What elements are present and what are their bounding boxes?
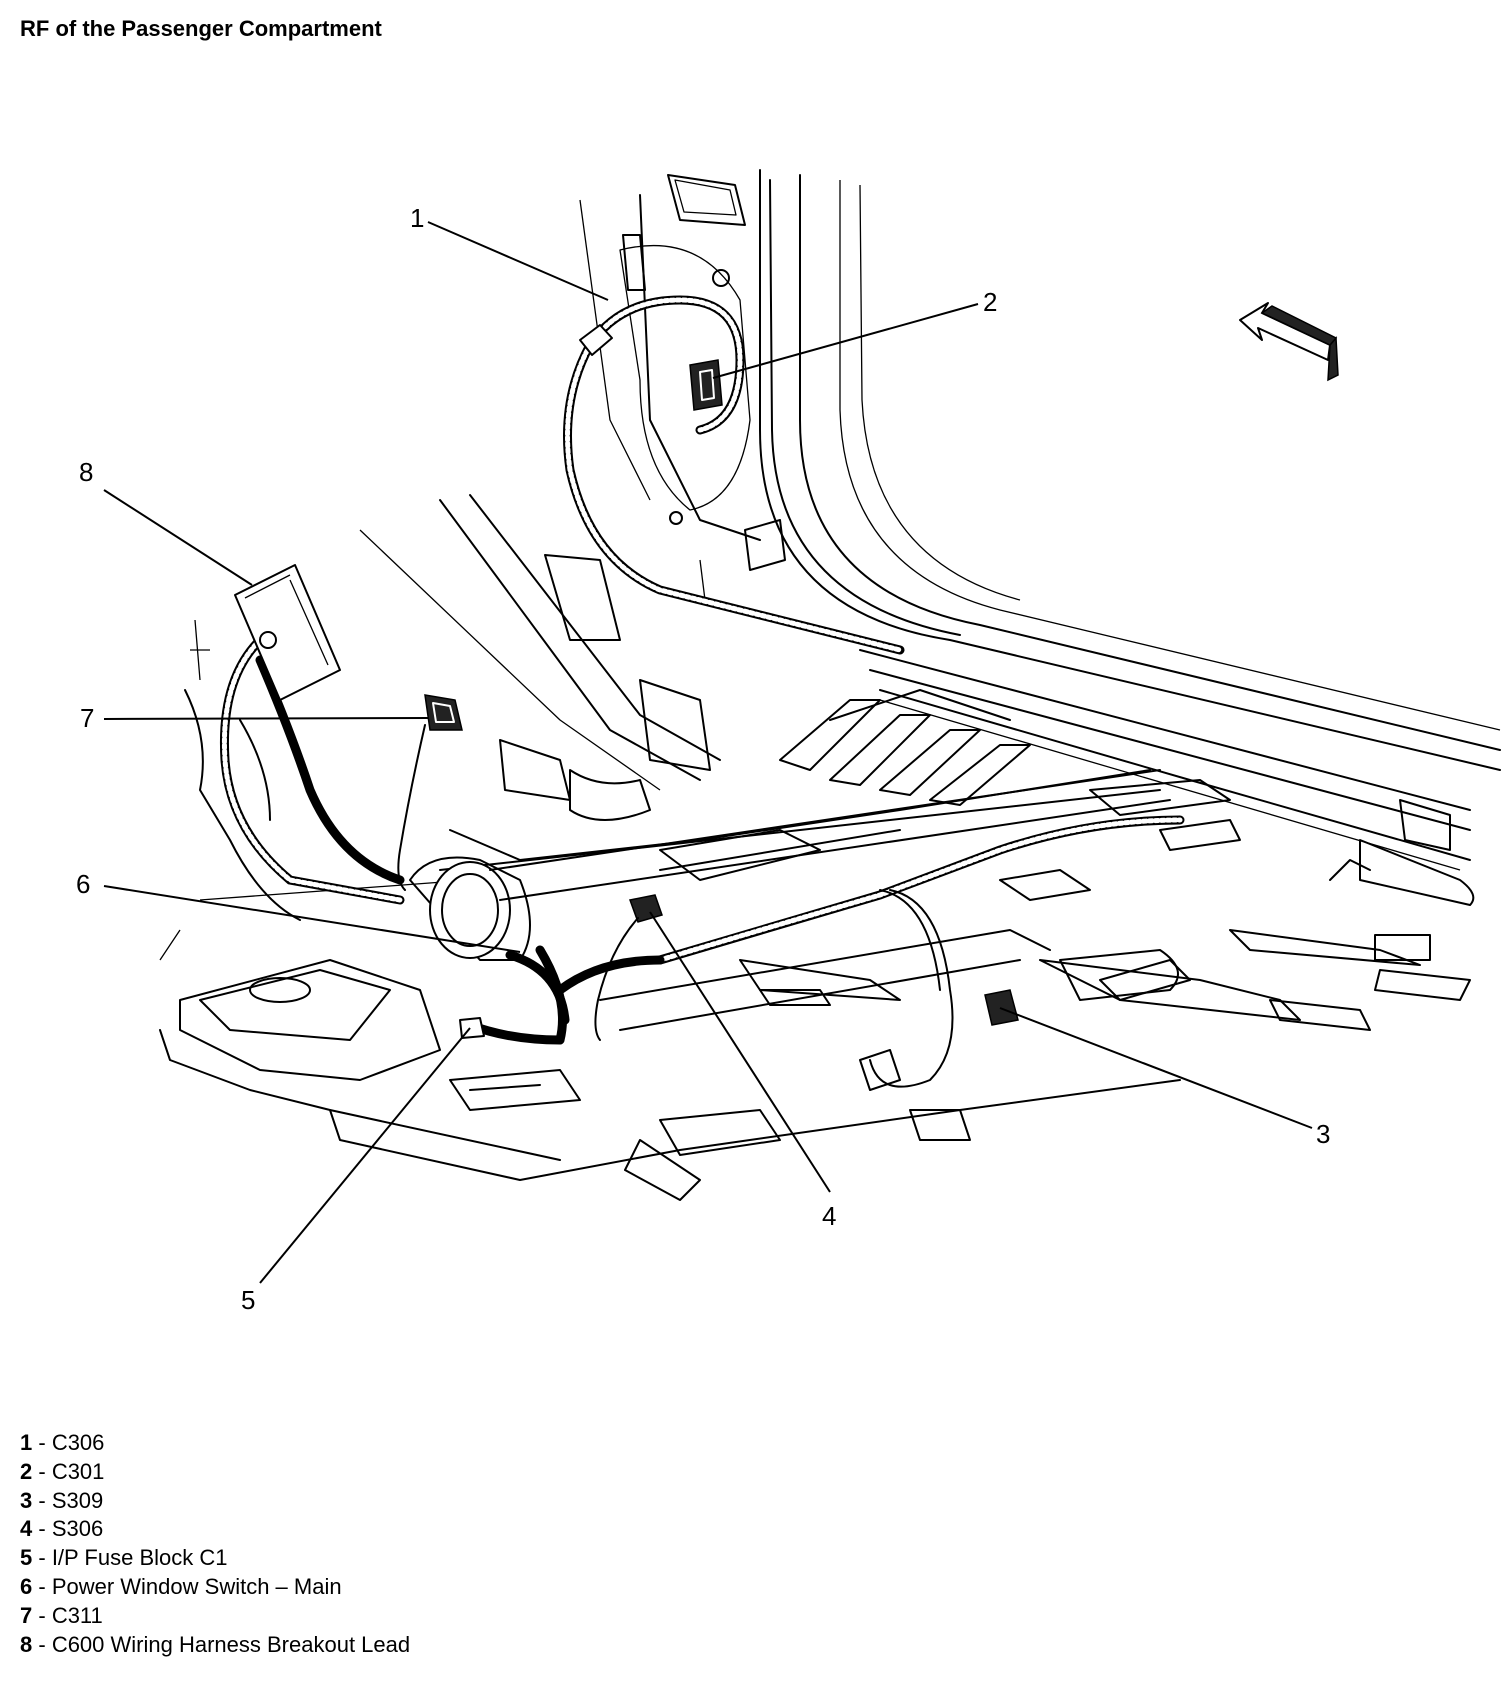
forward-arrow-icon [1239,302,1339,382]
callout-4: 4 [822,1201,836,1231]
callout-6: 6 [76,869,90,899]
page-title: RF of the Passenger Compartment [20,16,382,41]
legend-item: 8 - C600 Wiring Harness Breakout Lead [20,1631,411,1657]
legend-item: 4 - S306 [20,1516,104,1542]
callout-3: 3 [1316,1119,1330,1149]
floor-pan [159,494,1471,1201]
callout-7: 7 [80,703,94,733]
leader-4 [649,911,831,1193]
connector-c311 [397,694,463,891]
leader-5 [259,1027,471,1284]
legend-item: 1 - C306 [20,1430,105,1455]
splice-s306 [594,894,663,1041]
leader-3 [999,1007,1313,1129]
leader-1 [427,221,609,301]
floor-tube [409,769,1191,1031]
connector-c306 [579,324,613,356]
legend: 1 - C306 2 - C301 3 - S309 4 - S306 5 - … [20,1429,410,1659]
legend-item: 3 - S309 [20,1487,104,1513]
legend-item: 2 - C301 [20,1458,105,1484]
legend-item: 7 - C311 [20,1602,103,1628]
leader-lines [103,221,1313,1284]
breakout-lead-c600 [234,564,341,701]
callout-1: 1 [410,203,424,233]
wiring-harness [219,295,1185,1088]
splice-s309 [984,989,1019,1026]
callout-5: 5 [241,1285,255,1315]
callout-numbers: 1 2 3 4 5 6 7 8 [76,203,1330,1315]
leader-8 [103,489,253,586]
legend-item: 5 - I/P Fuse Block C1 [20,1545,228,1571]
leader-7 [103,717,429,720]
legend-item: 6 - Power Window Switch – Main [20,1573,342,1599]
connector-c301 [689,359,723,411]
leader-6 [103,885,521,953]
callout-8: 8 [79,457,93,487]
pillar-structure [579,169,1501,771]
callout-2: 2 [983,287,997,317]
leader-2 [712,303,979,379]
